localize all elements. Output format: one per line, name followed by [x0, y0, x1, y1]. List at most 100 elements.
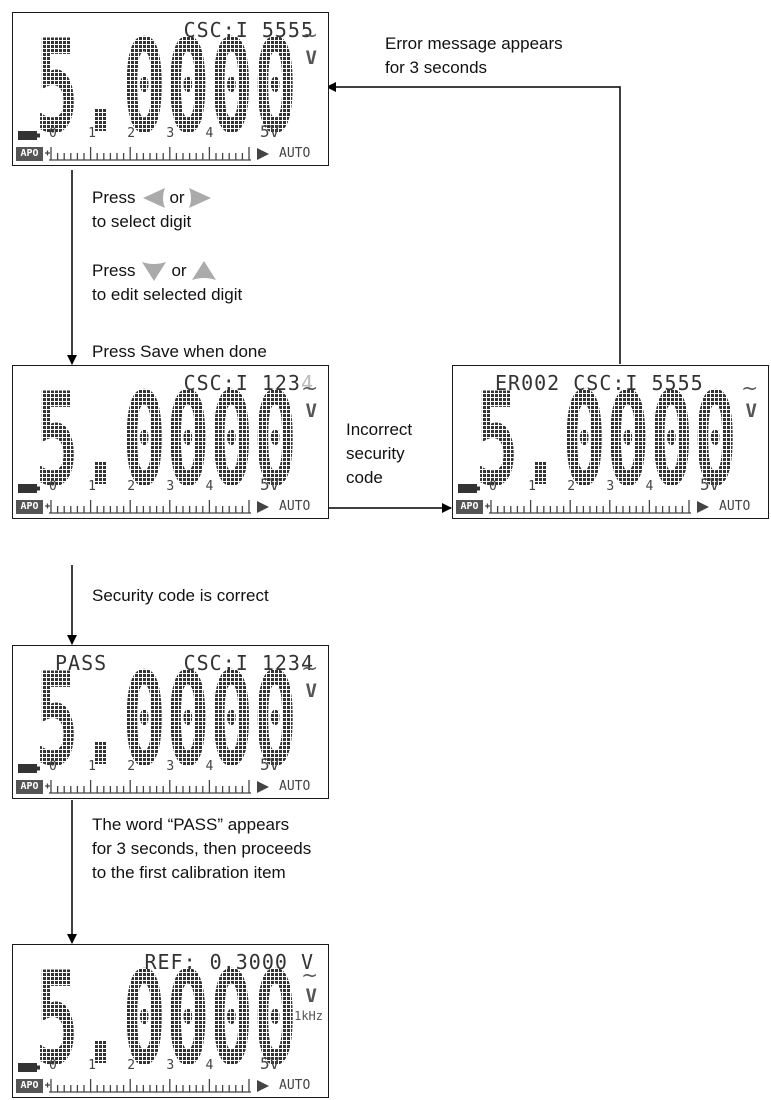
bargraph-ticks: [45, 780, 269, 794]
incorrect-line-1: Incorrect: [346, 420, 413, 439]
pass-note-line-3: to the first calibration item: [92, 863, 286, 882]
auto-range-indicator: AUTO: [279, 499, 311, 514]
lcd-display-pass: PASS CSC:I 1234 5.0000 ~ V 0 1 2 3 4 5V …: [12, 645, 329, 799]
bargraph-scale: 0 1 2 3 4: [49, 1058, 214, 1073]
plus-sign-icon: [45, 1082, 50, 1088]
ac-wave-icon: ~: [301, 23, 318, 47]
apo-indicator: APO: [16, 1079, 43, 1093]
range-label: 5V: [260, 122, 280, 141]
selected-digit: 4: [300, 371, 314, 395]
primary-reading: 5.0000: [475, 382, 737, 486]
display-status-text: CSC:I 5555: [183, 18, 314, 42]
battery-icon: [18, 764, 40, 773]
reference-value-text: REF: 0.3000 V: [144, 950, 314, 974]
battery-icon: [18, 484, 40, 493]
primary-reading: 5.0000: [35, 29, 297, 133]
bargraph-scale: 0 1 2 3 4: [49, 126, 214, 141]
primary-reading: 5.0000: [35, 662, 297, 766]
battery-icon: [18, 131, 40, 140]
left-arrow-key-icon: [143, 188, 166, 208]
unit-label: V: [305, 47, 317, 69]
pass-note: The word “PASS” appears for 3 seconds, t…: [92, 813, 311, 885]
primary-reading: 5.0000: [35, 382, 297, 486]
range-label: 5V: [260, 755, 280, 774]
auto-range-indicator: AUTO: [279, 146, 311, 161]
press-label: Press: [92, 261, 136, 280]
plus-sign-icon: [45, 503, 50, 509]
apo-indicator: APO: [456, 500, 483, 514]
unit-label: V: [305, 400, 317, 422]
ac-wave-icon: ~: [301, 656, 318, 680]
down-arrow-key-icon: [142, 262, 167, 281]
right-arrow-key-icon: [188, 188, 211, 208]
press-save-instruction: Press Save when done: [92, 342, 267, 361]
range-label: 5V: [260, 475, 280, 494]
or-label: or: [169, 188, 185, 207]
unit-label: V: [305, 680, 317, 702]
incorrect-code-note: Incorrect security code: [346, 418, 412, 490]
range-label: 5V: [260, 1054, 280, 1073]
plus-sign-icon: [485, 503, 490, 509]
primary-reading: 5.0000: [35, 961, 297, 1065]
reading-value: 5.0000: [35, 382, 297, 486]
auto-range-indicator: AUTO: [719, 499, 751, 514]
lcd-display-edit: CSC:I 1234 5.0000 ~ V 0 1 2 3 4 5V APO A…: [12, 365, 329, 519]
unit-label: V: [745, 400, 757, 422]
reading-value: 5.0000: [35, 961, 297, 1065]
code-correct-note: Security code is correct: [92, 586, 269, 605]
display-status-text: CSC:I 1234: [183, 651, 314, 675]
bargraph-scale: 0 1 2 3 4: [489, 479, 654, 494]
select-digit-instruction: Press or to select digit: [92, 186, 213, 234]
overrange-arrow-icon: [257, 501, 269, 513]
bargraph-ticks: [45, 500, 269, 514]
edit-digit-text: to edit selected digit: [92, 285, 243, 304]
code-digits: CSC:I 123: [183, 371, 301, 395]
ac-wave-icon: ~: [301, 963, 318, 987]
lcd-display-error: ER002 CSC:I 5555 5.0000 ~ V 0 1 2 3 4 5V…: [452, 365, 769, 519]
or-label: or: [171, 261, 187, 280]
bargraph-scale: 0 1 2 3 4: [49, 479, 214, 494]
plus-sign-icon: [45, 150, 50, 156]
plus-sign-icon: [45, 783, 50, 789]
auto-range-indicator: AUTO: [279, 779, 311, 794]
press-label: Press: [92, 188, 136, 207]
lcd-display-start: CSC:I 5555 5.0000 ~ V 0 1 2 3 4 5V APO A…: [12, 12, 329, 166]
pass-note-line-2: for 3 seconds, then proceeds: [92, 839, 312, 858]
arrow-error-to-start: [326, 82, 621, 364]
battery-icon: [18, 1063, 40, 1072]
ac-wave-icon: ~: [741, 376, 758, 400]
error-message-note: Error message appears for 3 seconds: [385, 32, 563, 80]
pass-note-line-1: The word “PASS” appears: [92, 815, 290, 834]
unit-label: V: [305, 985, 317, 1007]
pass-status-text: PASS: [55, 651, 108, 675]
bargraph-ticks: [45, 1079, 269, 1093]
overrange-arrow-icon: [257, 148, 269, 160]
apo-indicator: APO: [16, 500, 43, 514]
overrange-arrow-icon: [257, 1080, 269, 1092]
range-label: 5V: [700, 475, 720, 494]
display-status-text: ER002 CSC:I 5555: [495, 371, 704, 395]
apo-indicator: APO: [16, 147, 43, 161]
incorrect-line-3: code: [346, 468, 383, 487]
battery-icon: [458, 484, 480, 493]
bargraph-ticks: [485, 500, 709, 514]
frequency-label: 1kHz: [294, 1009, 323, 1023]
error-note-line-2: for 3 seconds: [385, 58, 488, 77]
reading-value: 5.0000: [475, 382, 737, 486]
apo-indicator: APO: [16, 780, 43, 794]
overrange-arrow-icon: [257, 781, 269, 793]
error-note-line-1: Error message appears: [385, 34, 563, 53]
reading-value: 5.0000: [35, 29, 297, 133]
auto-range-indicator: AUTO: [279, 1078, 311, 1093]
reading-value: 5.0000: [35, 662, 297, 766]
up-arrow-key-icon: [191, 261, 216, 280]
display-status-text: CSC:I 1234: [184, 371, 314, 395]
bargraph-ticks: [45, 147, 269, 161]
ac-wave-icon: ~: [301, 376, 318, 400]
overrange-arrow-icon: [697, 501, 709, 513]
incorrect-line-2: security: [346, 444, 405, 463]
bargraph-scale: 0 1 2 3 4: [49, 759, 214, 774]
edit-digit-instruction: Press or to edit selected digit: [92, 259, 242, 307]
select-digit-text: to select digit: [92, 212, 192, 231]
